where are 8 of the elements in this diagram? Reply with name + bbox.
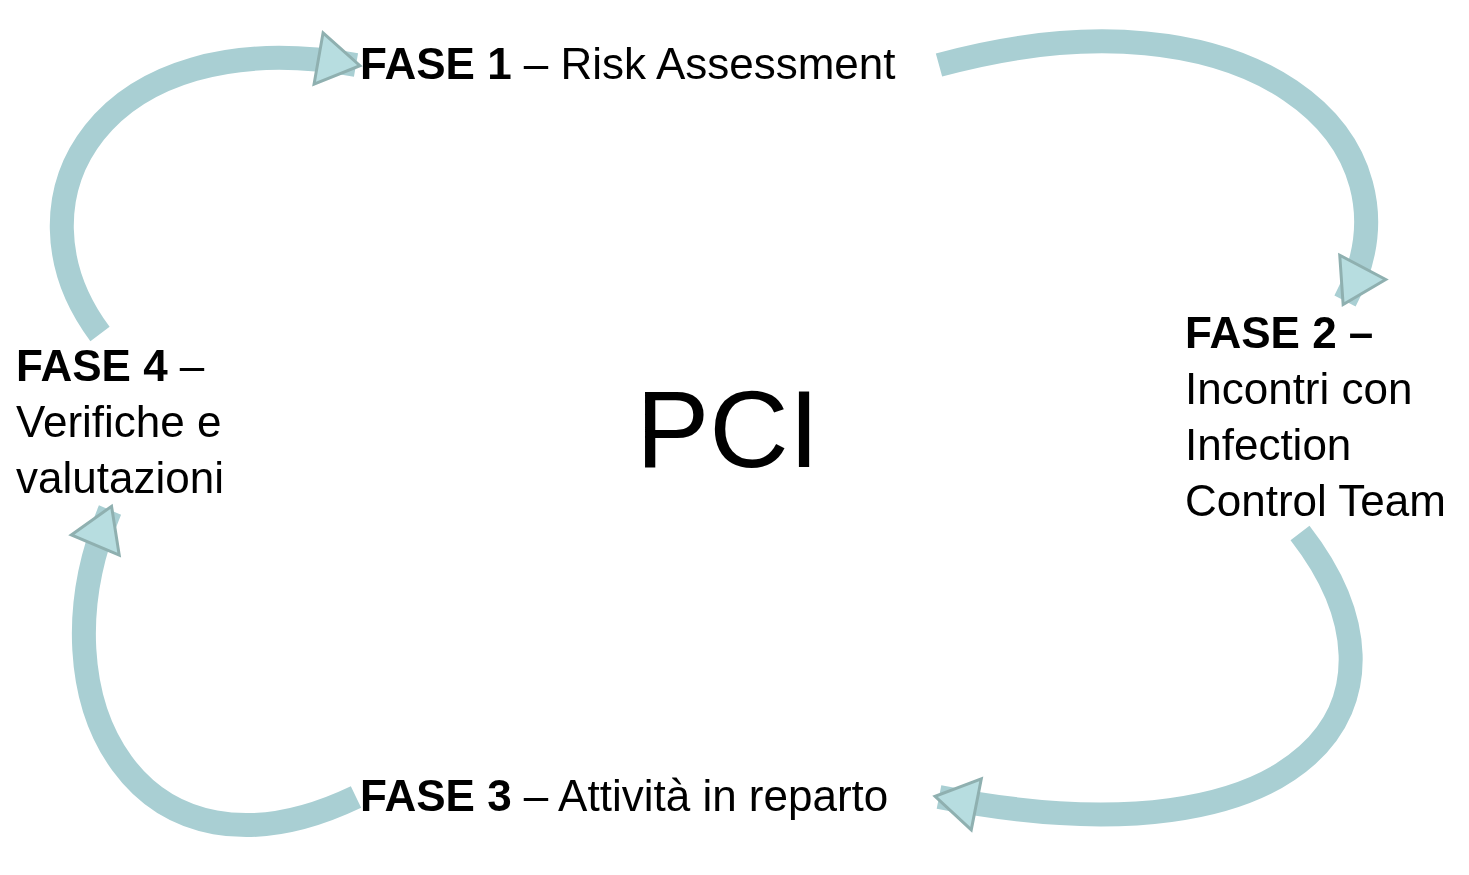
curved-arrow bbox=[50, 33, 362, 341]
curved-arrow bbox=[71, 504, 361, 837]
phase-label: FASE 1 – Risk Assessment bbox=[360, 38, 897, 90]
curved-arrow bbox=[933, 526, 1363, 830]
phase-label: FASE 4 – Verifiche e valutazioni bbox=[16, 340, 225, 504]
phase-label: FASE 3 – Attività in reparto bbox=[360, 770, 890, 822]
phase-label: FASE 2 – Incontri con Infection Control Team bbox=[1185, 307, 1447, 527]
center-title: PCI bbox=[636, 368, 821, 489]
